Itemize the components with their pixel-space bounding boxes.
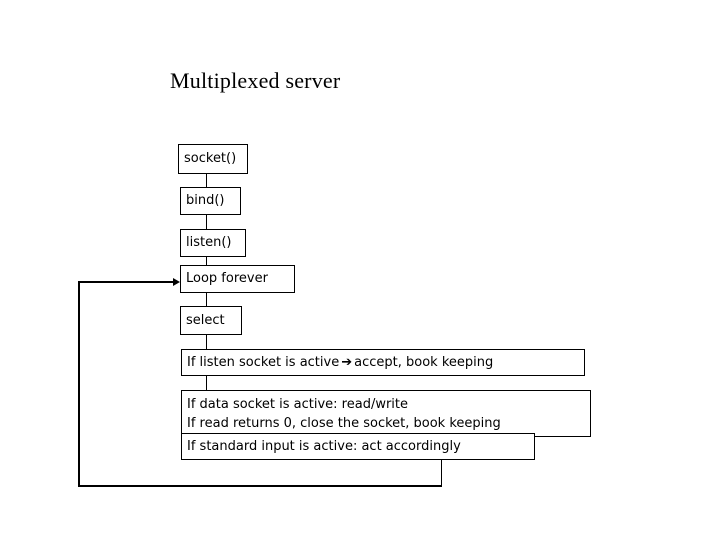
loopback-arrowhead-icon [173, 278, 180, 286]
node-listen[interactable]: listen() [180, 229, 246, 257]
loopback-bottom-segment [78, 485, 442, 487]
node-listen-label: listen() [186, 235, 232, 251]
connector-listen-loop [206, 256, 207, 266]
loopback-top-segment [78, 281, 174, 283]
node-loop-forever-label: Loop forever [186, 271, 268, 287]
node-bind[interactable]: bind() [180, 187, 241, 215]
node-socket[interactable]: socket() [178, 144, 248, 174]
node-select[interactable]: select [180, 306, 242, 335]
connector-socket-bind [206, 173, 207, 188]
node-standard-input-active[interactable]: If standard input is active: act accordi… [181, 433, 535, 460]
node-bind-label: bind() [186, 193, 225, 209]
loopback-left-segment [78, 281, 80, 487]
node-standard-input-active-label: If standard input is active: act accordi… [187, 438, 461, 454]
connector-stdin-return [441, 460, 442, 486]
page-title: Multiplexed server [170, 68, 341, 93]
connector-select-listenactive [206, 334, 207, 350]
node-listen-socket-active-text: If listen socket is active➔accept, book … [187, 356, 579, 369]
listen-active-label-pre: If listen socket is active [187, 354, 340, 370]
node-socket-label: socket() [184, 151, 237, 167]
listen-active-label-post: accept, book keeping [354, 354, 494, 370]
node-loop-forever[interactable]: Loop forever [180, 265, 295, 293]
connector-loop-select [206, 292, 207, 307]
connector-bind-listen [206, 214, 207, 230]
connector-listenactive-dataactive [206, 375, 207, 391]
node-select-label: select [186, 312, 225, 328]
node-data-socket-active-line1: If data socket is active: read/write [187, 396, 409, 412]
right-arrow-icon: ➔ [341, 354, 353, 370]
node-data-socket-active-line2: If read returns 0, close the socket, boo… [187, 415, 501, 431]
node-listen-socket-active[interactable]: If listen socket is active➔accept, book … [181, 349, 585, 376]
node-data-socket-active[interactable]: If data socket is active: read/write If … [181, 390, 591, 437]
